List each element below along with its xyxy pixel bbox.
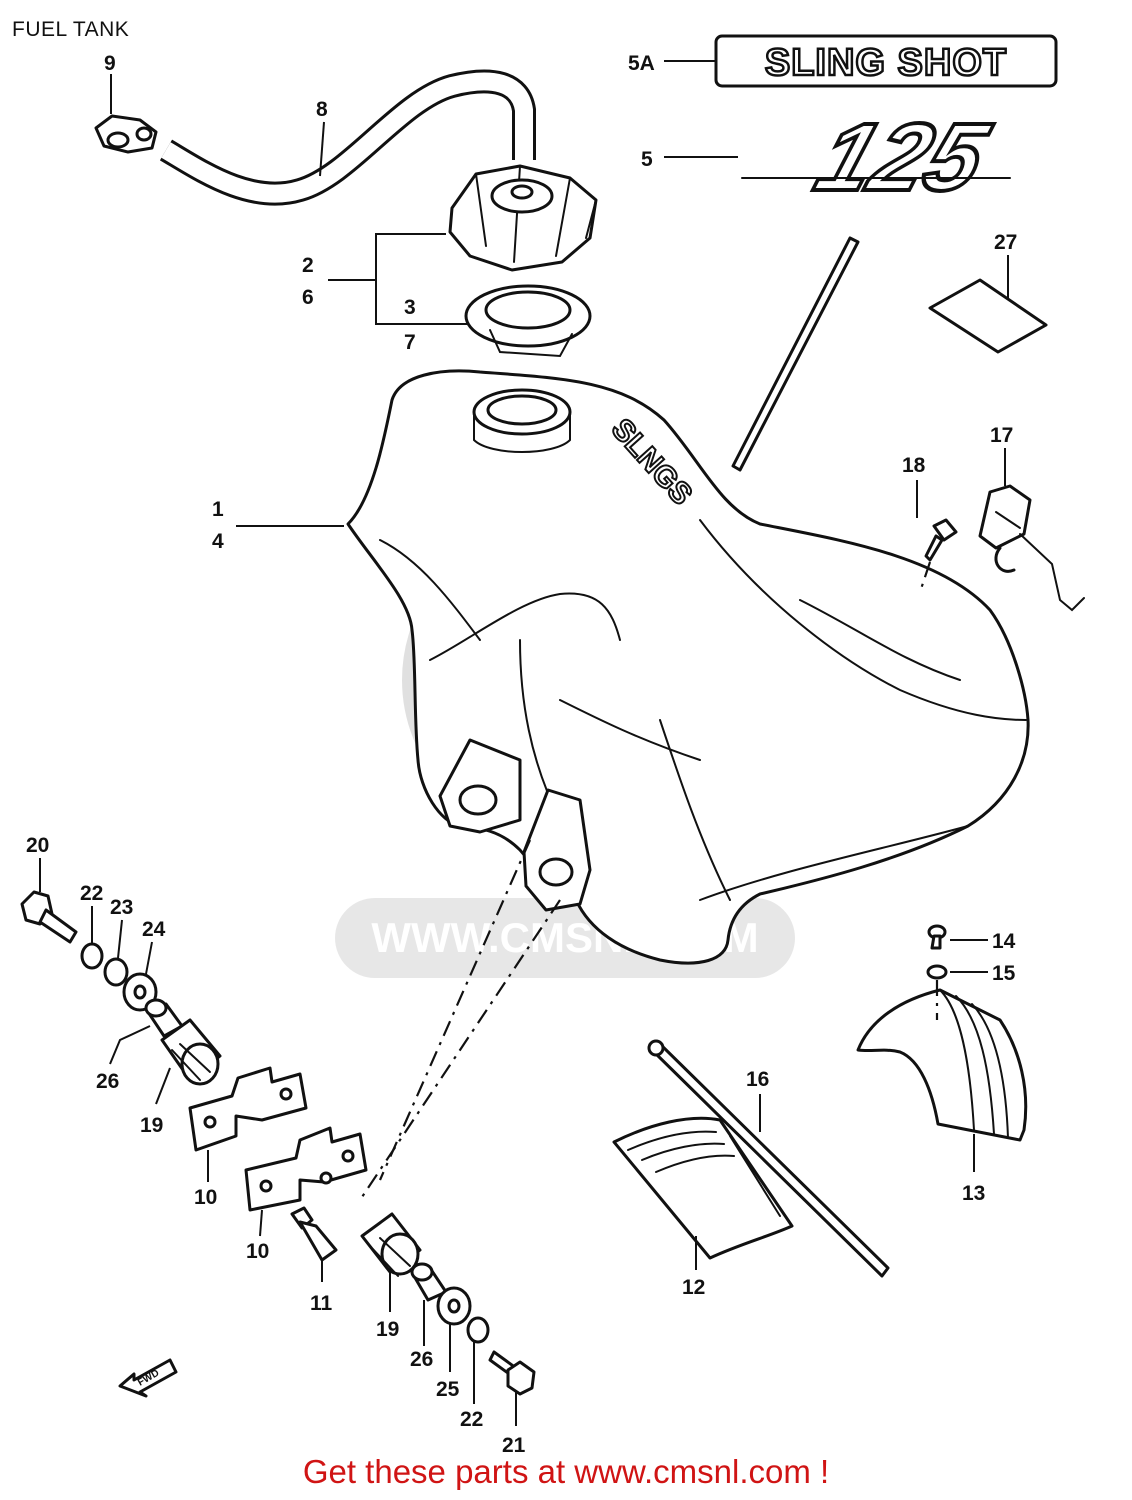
page-title: FUEL TANK: [12, 18, 130, 41]
callout-17: 17: [990, 424, 1013, 447]
rubber-pad[interactable]: [612, 1116, 794, 1260]
callout-18: 18: [902, 454, 926, 477]
callout-24: 24: [142, 918, 166, 941]
callout-25: 25: [436, 1378, 460, 1401]
callout-8: 8: [316, 98, 328, 121]
label-sticker[interactable]: [928, 278, 1048, 354]
bracket-10-lower[interactable]: [244, 1126, 368, 1212]
callout-10-lower: 10: [246, 1240, 269, 1263]
callout-16: 16: [746, 1068, 769, 1091]
callout-15: 15: [992, 962, 1016, 985]
bracket-10-upper[interactable]: [188, 1066, 308, 1152]
hose-clamp[interactable]: [94, 114, 158, 154]
cap-gasket[interactable]: [464, 284, 592, 358]
fuel-cap[interactable]: [448, 164, 598, 272]
washer-24[interactable]: [122, 972, 158, 1012]
bolt-20[interactable]: [20, 890, 78, 944]
decal-125[interactable]: 125: [741, 101, 1011, 212]
callout-22-right: 22: [460, 1408, 483, 1431]
washer-22-left[interactable]: [80, 942, 104, 970]
callout-22-left: 22: [80, 882, 103, 905]
stripe-decal[interactable]: [731, 236, 860, 472]
tank-cover[interactable]: [856, 988, 1028, 1142]
washer-22-right[interactable]: [466, 1316, 490, 1344]
callout-10-upper: 10: [194, 1186, 217, 1209]
callout-1: 1: [212, 498, 224, 521]
bolt-11[interactable]: [290, 1206, 338, 1262]
washer-15[interactable]: [926, 964, 948, 980]
callout-13: 13: [962, 1182, 985, 1205]
callout-3: 3: [404, 296, 416, 319]
callout-4: 4: [212, 530, 224, 553]
decal-sling-shot[interactable]: SLING SHOT: [714, 34, 1058, 88]
footer-link-text[interactable]: Get these parts at www.cmsnl.com !: [302, 1453, 830, 1490]
callout-19-left: 19: [140, 1114, 163, 1137]
callout-9: 9: [104, 52, 116, 75]
callout-21: 21: [502, 1434, 526, 1457]
screw-18[interactable]: [924, 518, 958, 562]
callout-11: 11: [310, 1292, 333, 1315]
callout-26-right: 26: [410, 1348, 433, 1371]
callout-7: 7: [404, 331, 416, 354]
washer-25[interactable]: [436, 1286, 472, 1326]
fuel-tank[interactable]: SLNGS: [346, 369, 1030, 965]
bolt-21[interactable]: [488, 1350, 536, 1396]
tank-strap[interactable]: [647, 1039, 890, 1278]
callout-20: 20: [26, 834, 49, 857]
callout-19-right: 19: [376, 1318, 399, 1341]
callout-27: 27: [994, 231, 1017, 254]
cushion-19-left[interactable]: [160, 1018, 222, 1086]
callout-14: 14: [992, 930, 1016, 953]
callout-5a: 5A: [628, 52, 655, 75]
decal-125-text: 125: [805, 103, 1001, 210]
cushion-19-right[interactable]: [360, 1212, 422, 1277]
breather-hose[interactable]: [159, 69, 536, 206]
callout-5: 5: [641, 148, 653, 171]
callout-12: 12: [682, 1276, 705, 1299]
decal-sling-shot-text: SLING SHOT: [765, 42, 1007, 84]
callout-23: 23: [110, 896, 133, 919]
screw-14[interactable]: [927, 924, 947, 950]
callout-6: 6: [302, 286, 314, 309]
callout-26-left: 26: [96, 1070, 119, 1093]
arrow-fwd-icon: FWD: [118, 1358, 178, 1398]
callout-2: 2: [302, 254, 314, 277]
fuel-clip[interactable]: [978, 484, 1085, 612]
washer-23[interactable]: [103, 957, 129, 987]
